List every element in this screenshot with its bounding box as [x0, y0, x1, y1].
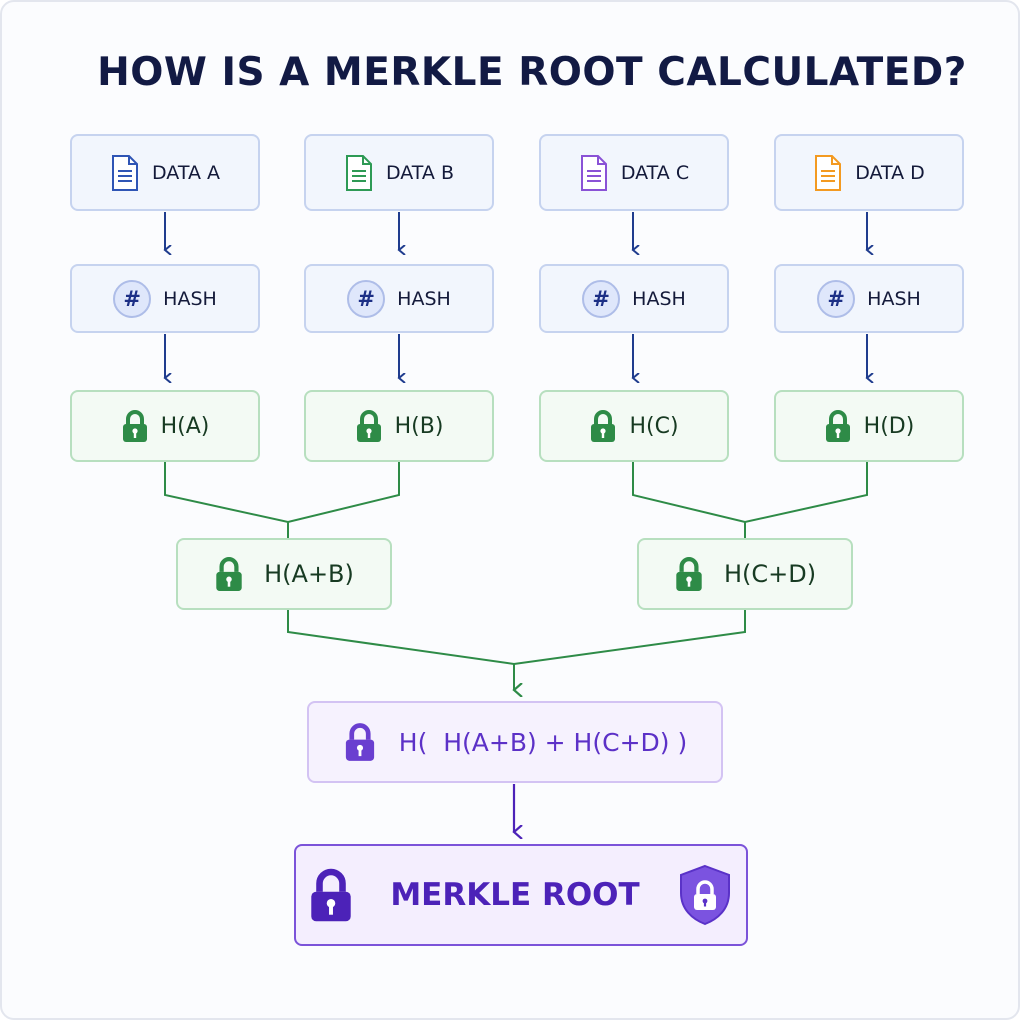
data-block-d: DATA D — [774, 134, 964, 211]
hash-icon: # — [113, 279, 152, 318]
hash-step-label: HASH — [632, 287, 686, 310]
hash-step-label: HASH — [397, 287, 451, 310]
data-block-b: DATA B — [304, 134, 494, 211]
hash-step-c: # HASH — [539, 264, 729, 333]
document-icon — [813, 154, 843, 192]
hash-step-d: # HASH — [774, 264, 964, 333]
pair-hash-ab: H(A+B) — [176, 538, 392, 610]
data-block-label: DATA B — [385, 161, 455, 184]
leaf-hash-label: H(D) — [863, 413, 915, 439]
lock-icon — [589, 409, 617, 443]
data-block-c: DATA C — [539, 134, 729, 211]
merkle-root-label: MERKLE ROOT — [390, 877, 640, 913]
combined-hash-label: H( H(A+B) + H(C+D) ) — [398, 727, 688, 757]
leaf-hash-label: H(C) — [629, 413, 679, 439]
connector-ha-hb-to-hab — [164, 462, 400, 538]
leaf-hash-label: H(A) — [160, 413, 210, 439]
lock-icon — [214, 556, 244, 592]
hash-step-a: # HASH — [70, 264, 260, 333]
lock-icon — [343, 722, 377, 762]
page-title: HOW IS A MERKLE ROOT CALCULATED? — [97, 50, 967, 95]
data-block-label: DATA C — [620, 161, 690, 184]
lock-icon — [121, 409, 149, 443]
merkle-root: MERKLE ROOT — [294, 844, 748, 946]
leaf-hash-d: H(D) — [774, 390, 964, 462]
hash-step-b: # HASH — [304, 264, 494, 333]
lock-icon — [674, 556, 704, 592]
connector-hc-hd-to-hcd — [632, 462, 868, 538]
combined-hash: H( H(A+B) + H(C+D) ) — [307, 701, 723, 783]
data-block-label: DATA D — [855, 161, 925, 184]
hash-icon: # — [817, 279, 856, 318]
shield-lock-icon — [676, 863, 734, 927]
hash-step-label: HASH — [867, 287, 921, 310]
hash-step-label: HASH — [163, 287, 217, 310]
leaf-hash-b: H(B) — [304, 390, 494, 462]
data-block-label: DATA A — [152, 161, 220, 184]
document-icon — [110, 154, 140, 192]
pair-hash-label: H(A+B) — [264, 560, 354, 588]
lock-icon — [824, 409, 852, 443]
leaf-hash-c: H(C) — [539, 390, 729, 462]
data-block-a: DATA A — [70, 134, 260, 211]
lock-icon — [355, 409, 383, 443]
connector-pairs-to-combined — [287, 610, 746, 690]
hash-icon: # — [582, 279, 621, 318]
hash-icon: # — [347, 279, 386, 318]
lock-icon — [308, 867, 354, 923]
pair-hash-cd: H(C+D) — [637, 538, 853, 610]
pair-hash-label: H(C+D) — [723, 560, 817, 588]
document-icon — [579, 154, 609, 192]
leaf-hash-a: H(A) — [70, 390, 260, 462]
leaf-hash-label: H(B) — [394, 413, 444, 439]
document-icon — [344, 154, 374, 192]
